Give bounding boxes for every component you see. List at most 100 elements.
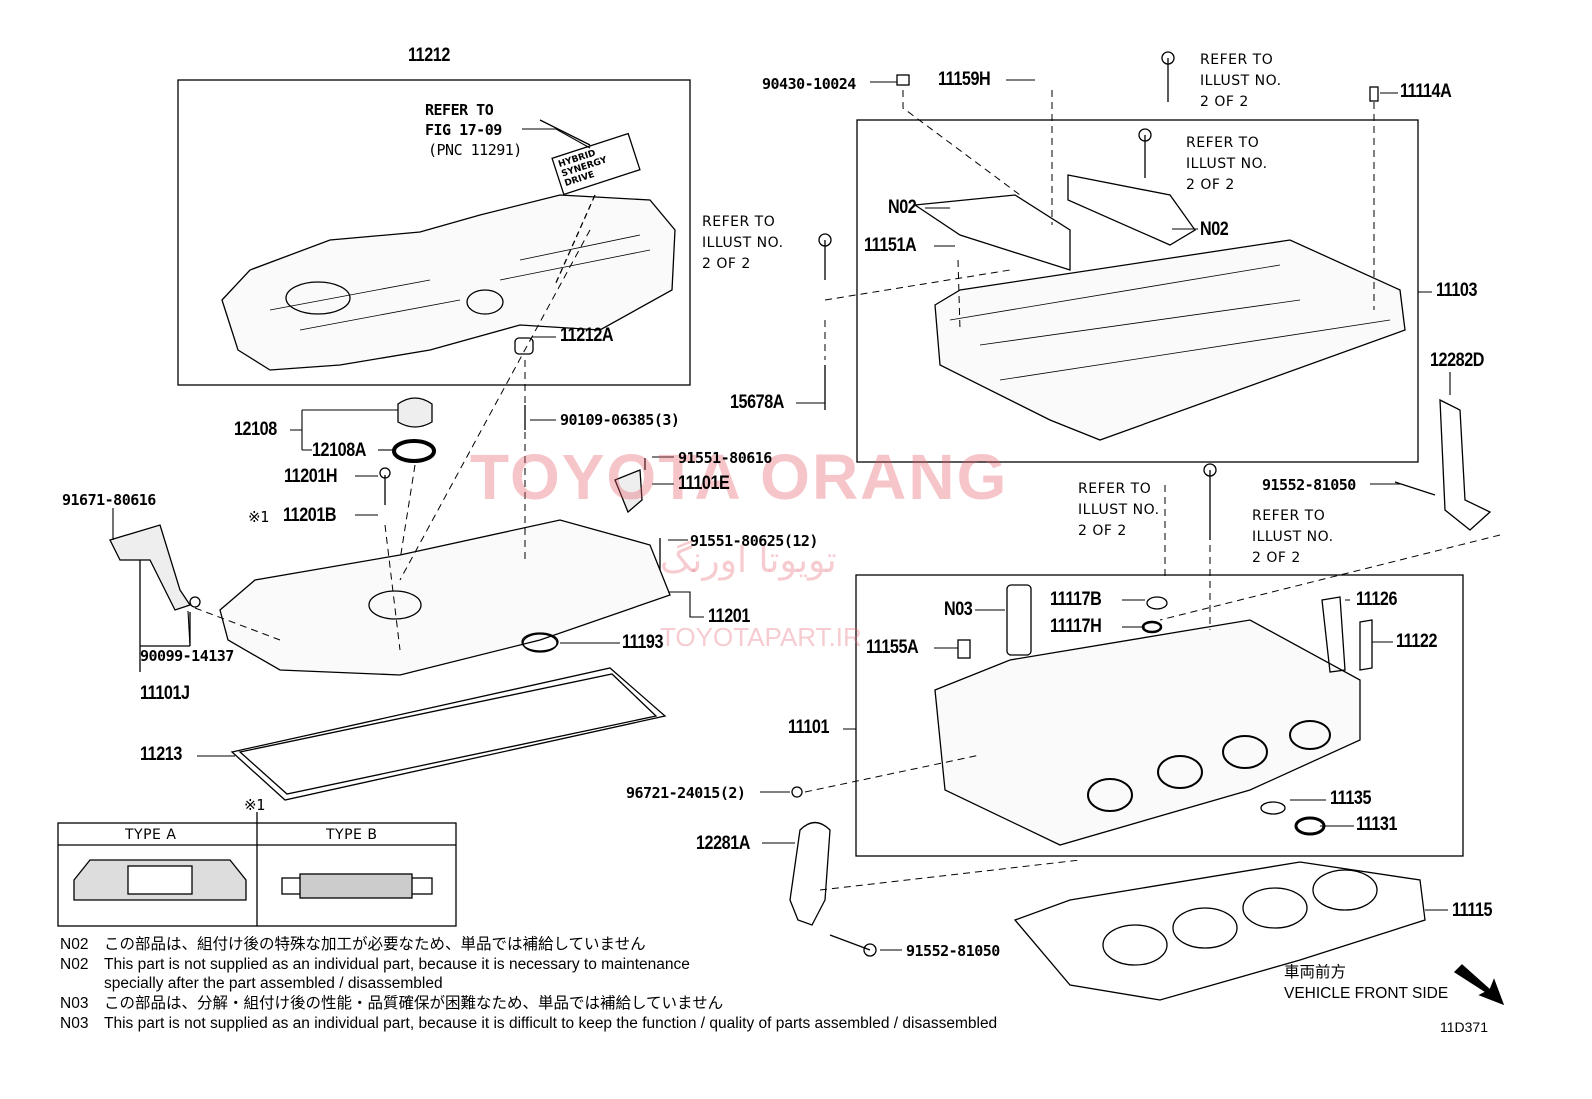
part-label[interactable]: 11126 <box>1356 589 1398 610</box>
refer-line: ILLUST NO. <box>1186 156 1268 172</box>
vehicle-front-arrow <box>1453 964 1505 1006</box>
part-label[interactable]: 11212A <box>560 325 614 346</box>
part-label[interactable]: 11151A <box>864 235 917 256</box>
type-b-header: TYPE B <box>326 827 378 843</box>
part-label[interactable]: 11114A <box>1400 81 1452 102</box>
refer-line: ILLUST NO. <box>702 235 784 251</box>
part-label[interactable]: N03 <box>944 599 973 620</box>
part-label[interactable]: 11193 <box>622 632 664 653</box>
refer-line: REFER TO <box>1186 135 1260 151</box>
part-label[interactable]: 91671-80616 <box>62 491 156 509</box>
part-label[interactable]: 91552-81050 <box>1262 476 1356 494</box>
refer-line: REFER TO <box>1200 52 1274 68</box>
part-label[interactable]: N02 <box>888 197 917 218</box>
part-label[interactable]: 11213 <box>140 744 182 765</box>
engine-hanger-front <box>789 821 831 926</box>
part-label[interactable]: 11122 <box>1396 631 1438 652</box>
front-label-jp: 車両前方 <box>1284 964 1347 981</box>
camshaft-bearing-cap <box>913 194 1071 271</box>
note-mark: ※1 <box>244 796 265 814</box>
engine-hanger-rear <box>1439 398 1492 531</box>
watermark-site: TOYOTAPART.IR <box>660 622 862 652</box>
part-label[interactable]: 91552-81050 <box>906 942 1000 960</box>
note-text: This part is not supplied as an individu… <box>104 956 690 973</box>
camshaft-housing-frame <box>856 119 1419 463</box>
part-label[interactable]: 96721-24015(2) <box>626 784 746 802</box>
refer-line: 2 OF 2 <box>702 256 751 272</box>
part-label[interactable]: 11101 <box>788 717 830 738</box>
note-text: specially after the part assembled / dis… <box>104 975 443 992</box>
cylinder-head-gasket <box>1013 861 1426 1001</box>
part-label[interactable]: 11117H <box>1050 616 1102 637</box>
part-label[interactable]: 11101J <box>140 683 190 704</box>
knock-pin-n03 <box>1006 584 1032 656</box>
part-label[interactable]: 11103 <box>1436 280 1478 301</box>
refer-text: (PNC 11291) <box>428 141 522 159</box>
part-label[interactable]: 11155A <box>866 637 919 658</box>
refer-line: 2 OF 2 <box>1252 550 1301 566</box>
engine-cover <box>221 194 676 371</box>
camshaft-housing <box>934 239 1406 441</box>
refer-line: 2 OF 2 <box>1078 523 1127 539</box>
part-label[interactable]: 12281A <box>696 833 751 854</box>
refer-line: ILLUST NO. <box>1252 529 1334 545</box>
refer-illust-note: REFER TO ILLUST NO. 2 OF 2 <box>1078 479 1160 542</box>
cylinder-head-cover <box>219 519 671 676</box>
note-text: This part is not supplied as an individu… <box>104 1015 998 1032</box>
part-label[interactable]: 90099-14137 <box>140 647 234 665</box>
note-mark: ※1 <box>248 508 269 526</box>
part-label[interactable]: 11201 <box>708 606 750 627</box>
refer-line: ILLUST NO. <box>1078 502 1160 518</box>
emblem-plate <box>551 132 641 196</box>
part-label[interactable]: 11115 <box>1452 900 1493 921</box>
part-label[interactable]: 15678A <box>730 392 785 413</box>
refer-line: 2 OF 2 <box>1200 94 1249 110</box>
refer-line: 2 OF 2 <box>1186 177 1235 193</box>
part-label[interactable]: 11131 <box>1356 814 1398 835</box>
type-table <box>57 812 457 927</box>
part-label[interactable]: 11117B <box>1050 589 1102 610</box>
part-label[interactable]: 11212 <box>408 45 450 66</box>
note-code: N02 <box>60 936 89 953</box>
refer-text: REFER TO <box>425 101 494 119</box>
part-label[interactable]: 11201H <box>284 466 338 487</box>
part-label[interactable]: N02 <box>1200 219 1229 240</box>
part-label[interactable]: 91551-80625(12) <box>690 532 818 550</box>
part-label[interactable]: 11101E <box>678 473 730 494</box>
type-a-header: TYPE A <box>125 827 177 843</box>
front-label-en: VEHICLE FRONT SIDE <box>1284 985 1449 1002</box>
part-label[interactable]: 90109-06385(3) <box>560 411 680 429</box>
cylinder-head <box>934 619 1361 846</box>
refer-illust-note: REFER TO ILLUST NO. 2 OF 2 <box>702 212 784 275</box>
refer-line: REFER TO <box>1078 481 1152 497</box>
refer-text[interactable]: FIG 17-09 <box>425 121 502 139</box>
refer-illust-note: REFER TO ILLUST NO. 2 OF 2 <box>1200 50 1282 113</box>
part-label[interactable]: 12282D <box>1430 350 1485 371</box>
refer-line: ILLUST NO. <box>1200 73 1282 89</box>
part-label[interactable]: 12108 <box>234 419 277 440</box>
refer-line: REFER TO <box>702 214 776 230</box>
engine-cover-frame <box>177 79 691 386</box>
refer-illust-note: REFER TO ILLUST NO. 2 OF 2 <box>1186 133 1268 196</box>
note-code: N03 <box>60 1015 89 1032</box>
oil-filler-cap <box>397 397 433 428</box>
part-label[interactable]: 11201B <box>283 505 337 526</box>
note-text: この部品は、分解・組付け後の性能・品質確保が困難なため、単品では補給していません <box>104 995 724 1012</box>
part-label[interactable]: 90430-10024 <box>762 75 856 93</box>
diagram-code: 11D371 <box>1440 1019 1489 1035</box>
part-label[interactable]: 91551-80616 <box>678 449 772 467</box>
note-text: この部品は、組付け後の特殊な加工が必要なため、単品では補給していません <box>104 936 646 953</box>
note-code: N02 <box>60 956 89 973</box>
head-cover-gasket <box>230 667 667 801</box>
oil-control-valve <box>109 524 192 611</box>
watermark-persian: تویوتا اورنگ <box>660 540 837 581</box>
part-label[interactable]: 11159H <box>938 69 991 90</box>
part-label[interactable]: 12108A <box>312 440 367 461</box>
watermark-main: TOYOTA ORANG <box>470 441 1009 513</box>
cylinder-head-frame <box>855 574 1464 857</box>
part-label[interactable]: 11135 <box>1330 788 1372 809</box>
note-code: N03 <box>60 995 89 1012</box>
